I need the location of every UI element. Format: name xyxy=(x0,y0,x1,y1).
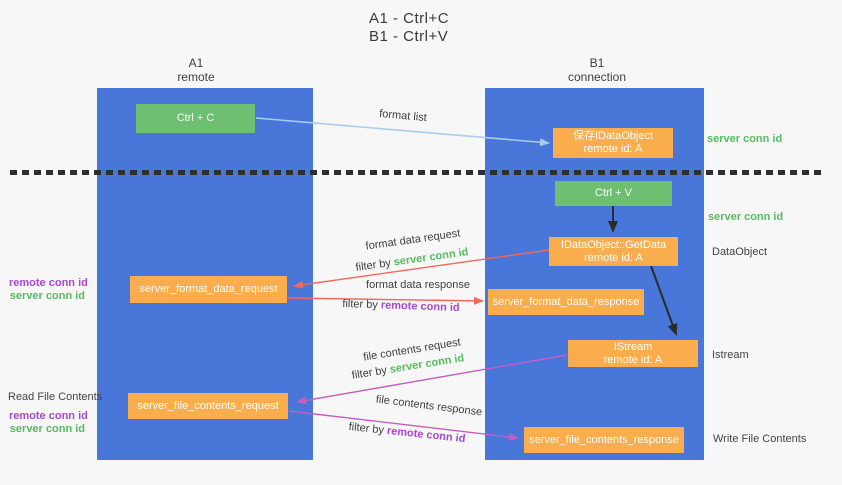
remote-conn-id-label: remote conn id xyxy=(9,277,88,289)
node-save-idataobject-line1: 保存IDataObject xyxy=(572,130,654,142)
filter-by-text: filter by xyxy=(348,420,385,437)
label-file-contents-response: file contents response xyxy=(375,393,483,419)
node-server-file-contents-request: server_file_contents_request xyxy=(128,393,288,419)
diagram-title: A1 - Ctrl+C B1 - Ctrl+V xyxy=(369,10,449,46)
node-server-file-contents-response: server_file_contents_response xyxy=(524,427,684,453)
annotation-read-file-contents: Read File Contents xyxy=(8,391,103,403)
node-istream: IStream remote id: A xyxy=(568,340,698,367)
annotation-conn-ids-left-bottom: remote conn id server conn id xyxy=(9,410,88,436)
node-idataobject-getdata-line2: remote id: A xyxy=(584,251,643,264)
annotation-server-conn-id-top: server conn id xyxy=(707,133,783,145)
node-server-format-data-response: server_format_data_response xyxy=(488,289,644,315)
filter-by-text: filter by xyxy=(342,297,379,312)
node-istream-line2: remote id: A xyxy=(603,353,663,366)
annotation-write-file-contents: Write File Contents xyxy=(713,433,807,445)
remote-conn-id-text: remote conn id xyxy=(380,299,460,315)
server-conn-id-label: server conn id xyxy=(9,423,85,435)
annotation-conn-ids-left-top: remote conn id server conn id xyxy=(9,277,88,303)
node-idataobject-getdata: IDataObject::GetData remote id: A xyxy=(549,237,678,266)
column-a1-id: A1 xyxy=(188,56,204,70)
label-format-list: format list xyxy=(378,107,428,125)
node-ctrl-c-label: Ctrl + C xyxy=(176,112,215,124)
column-b1-id: B1 xyxy=(589,56,605,70)
node-istream-line1: IStream xyxy=(613,340,653,353)
remote-conn-id-text: remote conn id xyxy=(386,424,466,446)
node-server-format-data-response-label: server_format_data_response xyxy=(492,295,640,308)
column-header-b1: B1 connection xyxy=(537,56,657,84)
column-header-a1: A1 remote xyxy=(136,56,256,84)
node-server-format-data-request-label: server_format_data_request xyxy=(139,283,278,295)
node-save-idataobject: 保存IDataObject remote id: A xyxy=(553,128,673,158)
annotation-istream: Istream xyxy=(712,349,749,361)
annotation-dataobject: DataObject xyxy=(712,246,768,258)
server-conn-id-text: server conn id xyxy=(392,246,470,269)
node-server-file-contents-request-label: server_file_contents_request xyxy=(137,399,279,412)
node-server-format-data-request: server_format_data_request xyxy=(130,276,287,303)
node-ctrl-v: Ctrl + V xyxy=(555,181,672,206)
filter-by-text: filter by xyxy=(354,257,392,274)
dotted-divider-line xyxy=(10,170,823,175)
title-line-b1: B1 - Ctrl+V xyxy=(369,28,449,45)
title-line-a1: A1 - Ctrl+C xyxy=(369,10,450,27)
node-server-file-contents-response-label: server_file_contents_response xyxy=(529,433,679,446)
remote-conn-id-label: remote conn id xyxy=(9,410,88,422)
node-ctrl-c: Ctrl + C xyxy=(136,104,255,133)
annotation-server-conn-id-mid: server conn id xyxy=(708,211,784,223)
server-conn-id-label: server conn id xyxy=(9,290,85,302)
column-b1-role: connection xyxy=(567,70,627,84)
node-idataobject-getdata-line1: IDataObject::GetData xyxy=(560,238,667,251)
filter-by-text: filter by xyxy=(350,364,388,382)
column-a1-role: remote xyxy=(177,70,215,84)
node-ctrl-v-label: Ctrl + V xyxy=(595,187,632,199)
node-save-idataobject-line2: remote id: A xyxy=(583,143,643,155)
label-format-data-response: format data response xyxy=(366,279,470,291)
